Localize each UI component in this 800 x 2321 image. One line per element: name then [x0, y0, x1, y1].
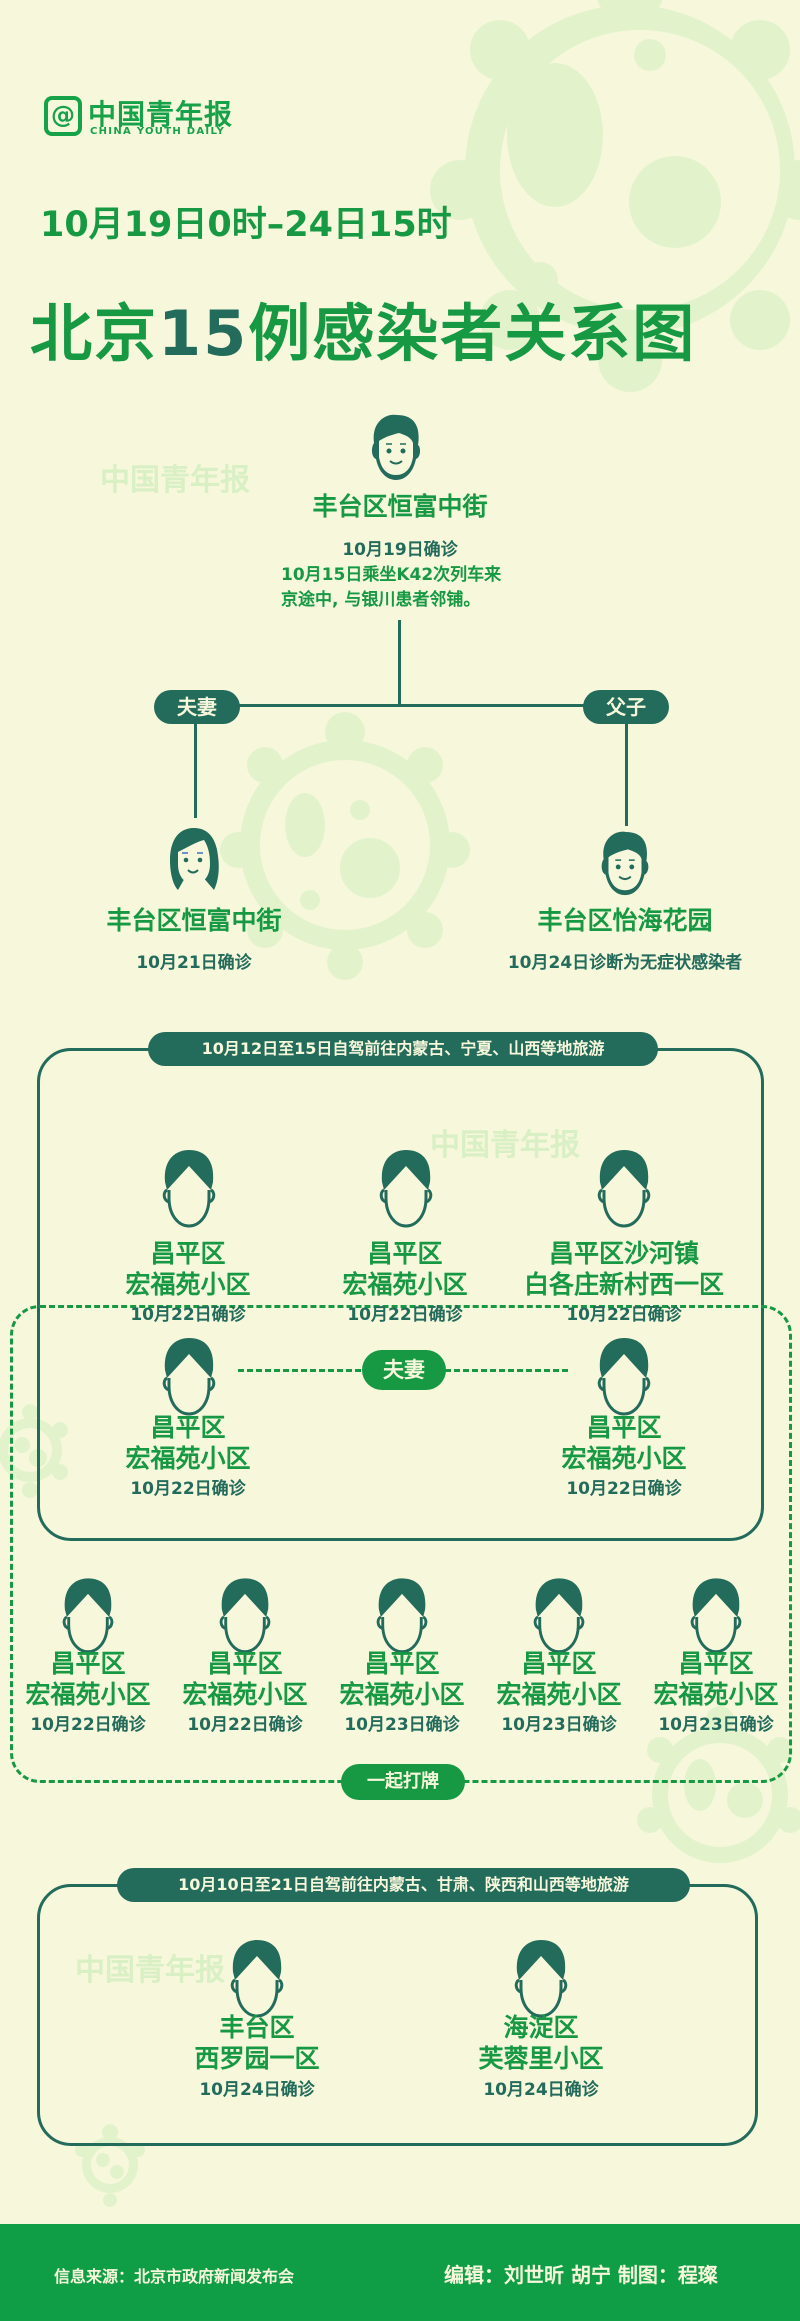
footer-source: 信息来源：北京市政府新闻发布会: [54, 2267, 295, 2286]
person-silhouette-icon: [597, 1150, 651, 1228]
trip-group-box: [37, 1884, 758, 2146]
case-location: 昌平区宏福苑小区: [561, 1413, 687, 1473]
watermark-logo: 中国青年报: [75, 1953, 225, 1988]
case-location: 昌平区宏福苑小区: [339, 1649, 465, 1709]
case-date: 10月22日确诊: [347, 1305, 463, 1325]
case-date: 10月21日确诊: [136, 953, 252, 973]
person-silhouette-icon: [379, 1150, 433, 1228]
connector-line: [195, 704, 625, 707]
person-silhouette-icon: [597, 1338, 651, 1416]
case-location: 丰台区恒富中街: [106, 906, 282, 935]
case-count: 15: [158, 297, 249, 370]
man-face-icon: [371, 414, 421, 480]
case-location: 昌平区宏福苑小区: [342, 1239, 468, 1299]
logo-chinese: 中国青年报: [88, 98, 234, 131]
case-location: 昌平区沙河镇白各庄新村西一区: [523, 1239, 724, 1299]
person-silhouette-icon: [219, 1578, 271, 1654]
time-range-subtitle: 10月19日0时–24日15时: [40, 205, 452, 245]
case-location: 昌平区宏福苑小区: [125, 1413, 251, 1473]
case-location: 丰台区西罗园一区: [194, 2013, 320, 2073]
relation-badge-couple: 夫妻: [362, 1350, 446, 1390]
person-silhouette-icon: [533, 1578, 585, 1654]
connector-line: [398, 620, 401, 705]
case-date: 10月22日确诊: [130, 1479, 246, 1499]
page-title: 北京15例感染者关系图: [30, 297, 697, 370]
person-silhouette-icon: [376, 1578, 428, 1654]
footer-credits: 编辑：刘世昕 胡宁 制图：程璨: [444, 2263, 718, 2287]
person-silhouette-icon: [690, 1578, 742, 1654]
trip-label-badge: 10月10日至21日自驾前往内蒙古、甘肃、陕西和山西等地旅游: [117, 1868, 690, 1902]
case-date: 10月24日确诊: [199, 2080, 315, 2100]
case-date: 10月22日确诊: [566, 1305, 682, 1325]
watermark-logo: 中国青年报: [100, 463, 250, 498]
logo-at-icon: @: [44, 96, 82, 136]
case-location: 丰台区怡海花园: [537, 906, 713, 935]
case-date: 10月24日确诊: [483, 2080, 599, 2100]
case-location: 昌平区宏福苑小区: [125, 1239, 251, 1299]
person-silhouette-icon: [514, 1940, 568, 2018]
person-silhouette-icon: [62, 1578, 114, 1654]
root-case-note: 10月15日乘坐K42次列车来 京途中, 与银川患者邻铺。: [281, 565, 502, 610]
watermark-logo: 中国青年报: [430, 1128, 580, 1163]
logo-english: CHINA YOUTH DAILY: [90, 126, 226, 137]
case-location: 昌平区宏福苑小区: [653, 1649, 779, 1709]
case-date: 10月23日确诊: [501, 1715, 617, 1735]
connector-line: [625, 724, 628, 826]
case-date: 10月23日确诊: [658, 1715, 774, 1735]
person-silhouette-icon: [230, 1940, 284, 2018]
card-game-badge: 一起打牌: [341, 1764, 465, 1800]
person-silhouette-icon: [162, 1150, 216, 1228]
relation-badge-father-son: 父子: [583, 690, 669, 724]
case-location: 海淀区芙蓉里小区: [478, 2013, 604, 2073]
case-date: 10月22日确诊: [30, 1715, 146, 1735]
virus-decoration-icon: [220, 712, 470, 980]
woman-face-icon: [170, 828, 219, 890]
case-date: 10月23日确诊: [344, 1715, 460, 1735]
person-silhouette-icon: [162, 1338, 216, 1416]
case-location: 昌平区宏福苑小区: [496, 1649, 622, 1709]
root-case-location: 丰台区恒富中街: [312, 492, 488, 521]
case-date: 10月22日确诊: [187, 1715, 303, 1735]
case-location: 昌平区宏福苑小区: [25, 1649, 151, 1709]
footer: 信息来源：北京市政府新闻发布会 编辑：刘世昕 胡宁 制图：程璨: [0, 2224, 800, 2321]
case-date: 10月24日诊断为无症状感染者: [507, 953, 743, 973]
relation-badge-couple: 夫妻: [154, 690, 240, 724]
case-date: 10月22日确诊: [566, 1479, 682, 1499]
trip-label-badge: 10月12日至15日自驾前往内蒙古、宁夏、山西等地旅游: [148, 1032, 658, 1066]
case-location: 昌平区宏福苑小区: [182, 1649, 308, 1709]
connector-line: [194, 724, 197, 818]
man-face-icon: [601, 831, 649, 896]
root-case-date: 10月19日确诊: [342, 540, 458, 560]
case-date: 10月22日确诊: [130, 1305, 246, 1325]
